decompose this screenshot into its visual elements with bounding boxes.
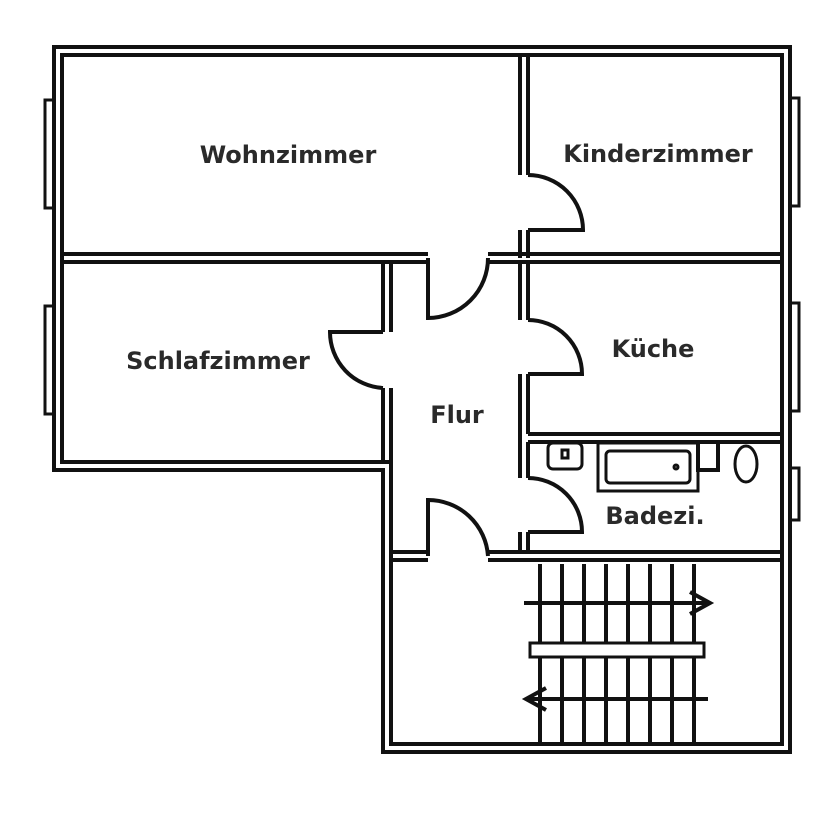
stair-landing-rail — [528, 641, 706, 659]
room-label-kinderzimmer: Kinderzimmer — [563, 140, 753, 168]
bathroom-partition — [696, 442, 720, 472]
window-kinderzimmer — [788, 96, 801, 208]
room-labels: Wohnzimmer Kinderzimmer Schlafzimmer Küc… — [126, 140, 753, 530]
window-wohnzimmer — [43, 98, 56, 210]
room-label-kueche: Küche — [612, 335, 695, 363]
sink-icon — [546, 441, 584, 471]
room-label-wohnzimmer: Wohnzimmer — [200, 141, 377, 169]
doors — [327, 173, 586, 557]
door-wohnzimmer — [426, 257, 490, 321]
door-treppenhaus — [426, 497, 490, 557]
window-kueche — [788, 301, 801, 413]
bathroom-fixtures — [546, 441, 759, 493]
door-bad — [527, 476, 585, 534]
window-schlafzimmer — [43, 304, 56, 416]
door-kueche — [527, 318, 585, 376]
arrow-right-icon — [689, 590, 715, 616]
room-label-flur: Flur — [430, 401, 484, 429]
room-label-badezimmer: Badezi. — [605, 502, 704, 530]
toilet-icon — [733, 444, 759, 484]
window-bad — [788, 466, 801, 522]
bathtub-icon — [596, 441, 700, 493]
arrow-left-icon — [521, 686, 547, 712]
windows — [43, 96, 801, 522]
door-kinderzimmer — [527, 173, 586, 232]
interior-walls — [62, 55, 782, 562]
room-label-schlafzimmer: Schlafzimmer — [126, 347, 310, 375]
staircase — [521, 564, 715, 744]
door-schlafzimmer — [327, 330, 384, 390]
outer-walls — [52, 45, 792, 754]
